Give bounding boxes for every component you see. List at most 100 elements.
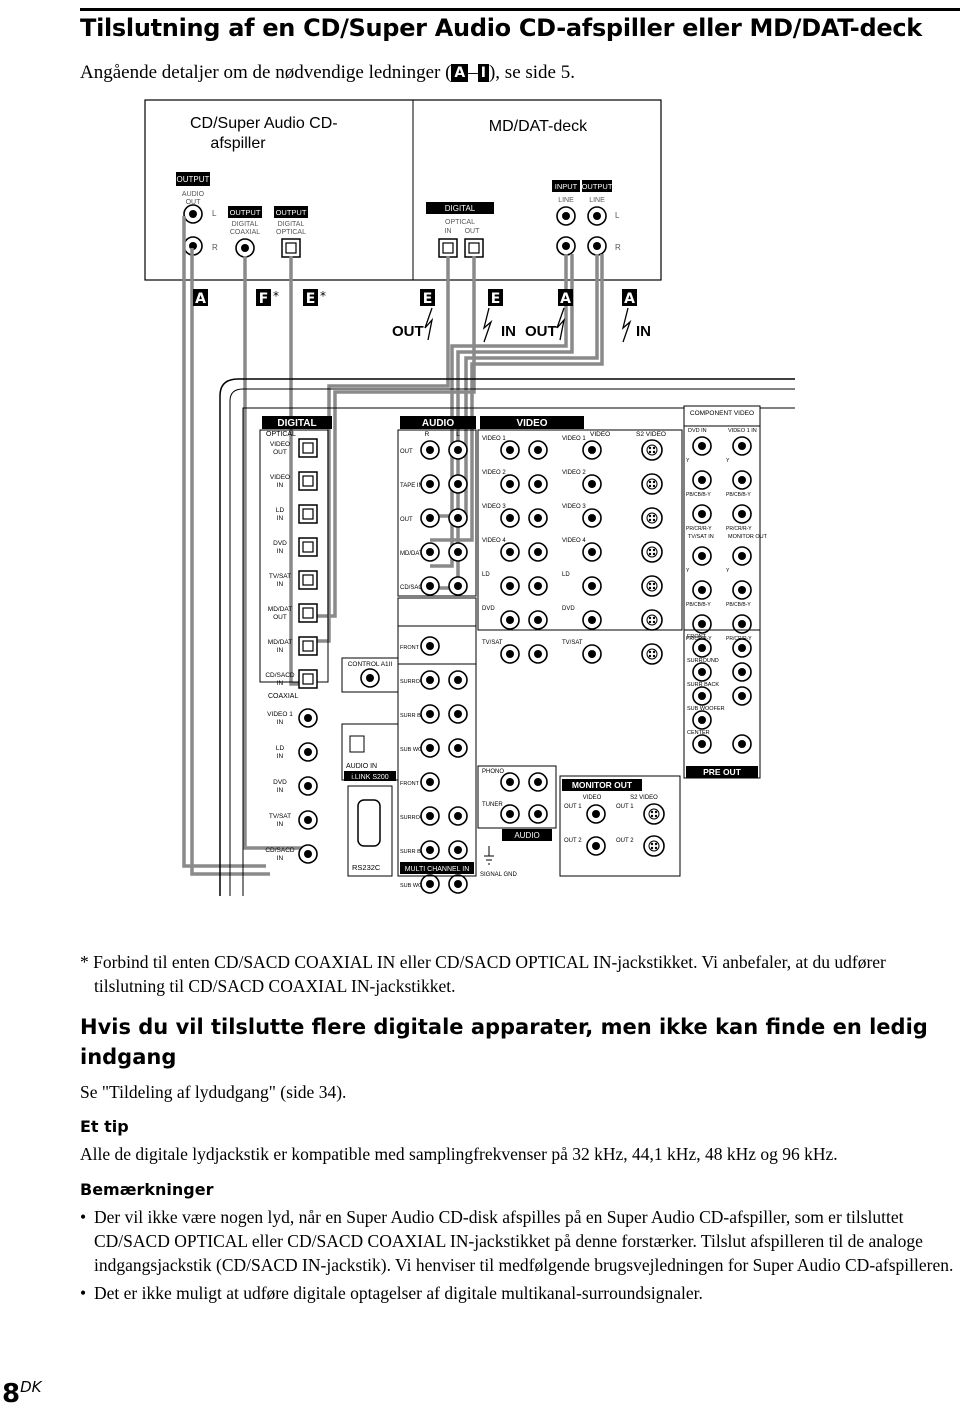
s2-video-jack <box>641 473 663 495</box>
md-optical-out-jack <box>464 238 484 258</box>
md-optical-in-jack <box>438 238 458 258</box>
optical-jack-label: LD <box>276 507 285 514</box>
svg-text:OUTPUT: OUTPUT <box>230 208 261 217</box>
component-label: PR/CR/R-Y <box>726 526 752 532</box>
cd-optical-out-jack <box>281 238 301 258</box>
svg-text:OPTICAL: OPTICAL <box>266 431 296 438</box>
svg-text:COAXIAL: COAXIAL <box>268 693 298 700</box>
multi-channel-label: SURR BACK <box>400 849 432 855</box>
coaxial-jack-label: IN <box>277 787 284 794</box>
svg-text:OUT 2: OUT 2 <box>616 838 634 844</box>
svg-text:TUNER: TUNER <box>482 802 503 808</box>
cd-output-label: OUTPUT <box>177 175 210 184</box>
audio-l-jack <box>448 440 468 460</box>
component-jack <box>732 436 752 456</box>
section-text: Se "Tildeling af lydudgang" (side 34). <box>80 1082 347 1102</box>
svg-text:COAXIAL: COAXIAL <box>230 229 260 236</box>
coaxial-jack-label: LD <box>276 745 285 752</box>
multi-channel-jack <box>420 636 440 656</box>
notes-heading: Bemærkninger <box>80 1180 214 1199</box>
flow-arrow-3 <box>556 307 566 341</box>
intro-text: Angående detaljer om de nødvendige ledni… <box>80 62 575 84</box>
video-row-label: VIDEO 2 <box>482 470 506 476</box>
md-line-in-r-jack <box>556 236 576 256</box>
svg-text:R: R <box>212 243 218 252</box>
svg-text:S2 VIDEO: S2 VIDEO <box>636 431 666 438</box>
component-label: Y <box>686 458 690 464</box>
multi-channel-jack <box>448 840 468 860</box>
svg-text:VIDEO: VIDEO <box>590 431 610 438</box>
pre-out-jack <box>692 662 712 682</box>
svg-text:DVD IN: DVD IN <box>688 428 707 434</box>
svg-text:CONTROL A1II: CONTROL A1II <box>348 661 393 668</box>
signal-flow: OUT IN OUT IN <box>392 307 651 343</box>
optical-jack-label: OUT <box>273 449 287 456</box>
optical-jack <box>298 438 318 458</box>
svg-text:R: R <box>615 243 621 252</box>
component-label: PB/CB/B-Y <box>726 492 751 498</box>
component-jack <box>692 470 712 490</box>
svg-text:DIGITAL: DIGITAL <box>278 221 305 228</box>
component-jack <box>692 546 712 566</box>
svg-text:S2 VIDEO: S2 VIDEO <box>630 795 658 801</box>
video-row-label: TV/SAT <box>562 640 583 646</box>
pre-out-jack <box>692 638 712 658</box>
pre-out-jack <box>732 662 752 682</box>
pre-out-label: SURR BACK <box>687 682 719 688</box>
tip-heading: Et tip <box>80 1117 129 1136</box>
cd-player-title-1: CD/Super Audio CD- <box>190 115 338 132</box>
svg-text:TV/SAT IN: TV/SAT IN <box>688 534 714 540</box>
s2-video-jack <box>641 541 663 563</box>
audio-row-label: MD/DAT IN <box>400 551 430 557</box>
s2-video-jack <box>641 643 663 665</box>
multi-channel-jack <box>420 874 440 894</box>
optical-jack <box>298 603 318 623</box>
svg-text:INPUT: INPUT <box>555 182 578 191</box>
component-label: Y <box>726 458 730 464</box>
component-jack <box>732 546 752 566</box>
pre-out-jack <box>692 686 712 706</box>
receiver-rear-panel: DIGITAL OPTICAL VIDEOOUTVIDEOINLDINDVDIN… <box>219 378 795 896</box>
svg-text:OUTPUT: OUTPUT <box>276 208 307 217</box>
multi-channel-label: SURR BACK <box>400 713 432 719</box>
optical-jack-label: TV/SAT <box>269 573 291 580</box>
page-title: Tilslutning af en CD/Super Audio CD-afsp… <box>80 14 922 42</box>
top-rule <box>80 8 960 11</box>
video-row-label: VIDEO 4 <box>482 538 506 544</box>
component-jack <box>692 436 712 456</box>
video-audio-r-jack <box>500 508 520 528</box>
pre-out-jack <box>732 686 752 706</box>
component-label: PB/CB/B-Y <box>726 602 751 608</box>
coaxial-jack-label: IN <box>277 753 284 760</box>
optical-jack <box>298 669 318 689</box>
svg-text:R: R <box>425 431 430 438</box>
coaxial-jack-label: IN <box>277 855 284 862</box>
cable-letter-1: A <box>195 291 206 307</box>
coaxial-jack <box>298 776 318 796</box>
optical-jack <box>298 537 318 557</box>
optical-jack-label: MD/DAT <box>268 606 292 613</box>
pre-out-jack <box>692 710 712 730</box>
video-jack <box>582 508 602 528</box>
multi-channel-label: SUB WOOFER <box>400 883 438 889</box>
audio-r-jack <box>420 440 440 460</box>
multi-channel-label: SURROUND <box>400 815 432 821</box>
coaxial-jack <box>298 708 318 728</box>
flow-in-1: IN <box>501 323 516 340</box>
multi-channel-label: SURROUND <box>400 679 432 685</box>
svg-text:DIGITAL: DIGITAL <box>445 204 476 213</box>
tip-text: Alle de digitale lydjackstik er kompatib… <box>80 1144 838 1164</box>
video-jack <box>582 610 602 630</box>
svg-text:OUT 1: OUT 1 <box>564 804 582 810</box>
optical-jack <box>298 570 318 590</box>
svg-text:PHONO: PHONO <box>482 769 504 775</box>
center-jack <box>448 874 468 894</box>
video-jack <box>582 440 602 460</box>
video-audio-r-jack <box>500 474 520 494</box>
cable-letter-i: I <box>477 64 489 82</box>
video-audio-l-jack <box>528 440 548 460</box>
flow-out-2: OUT <box>525 323 557 340</box>
video-jack <box>582 576 602 596</box>
optical-jack <box>298 636 318 656</box>
cable-letters: A F * E * E E A A <box>193 289 637 307</box>
